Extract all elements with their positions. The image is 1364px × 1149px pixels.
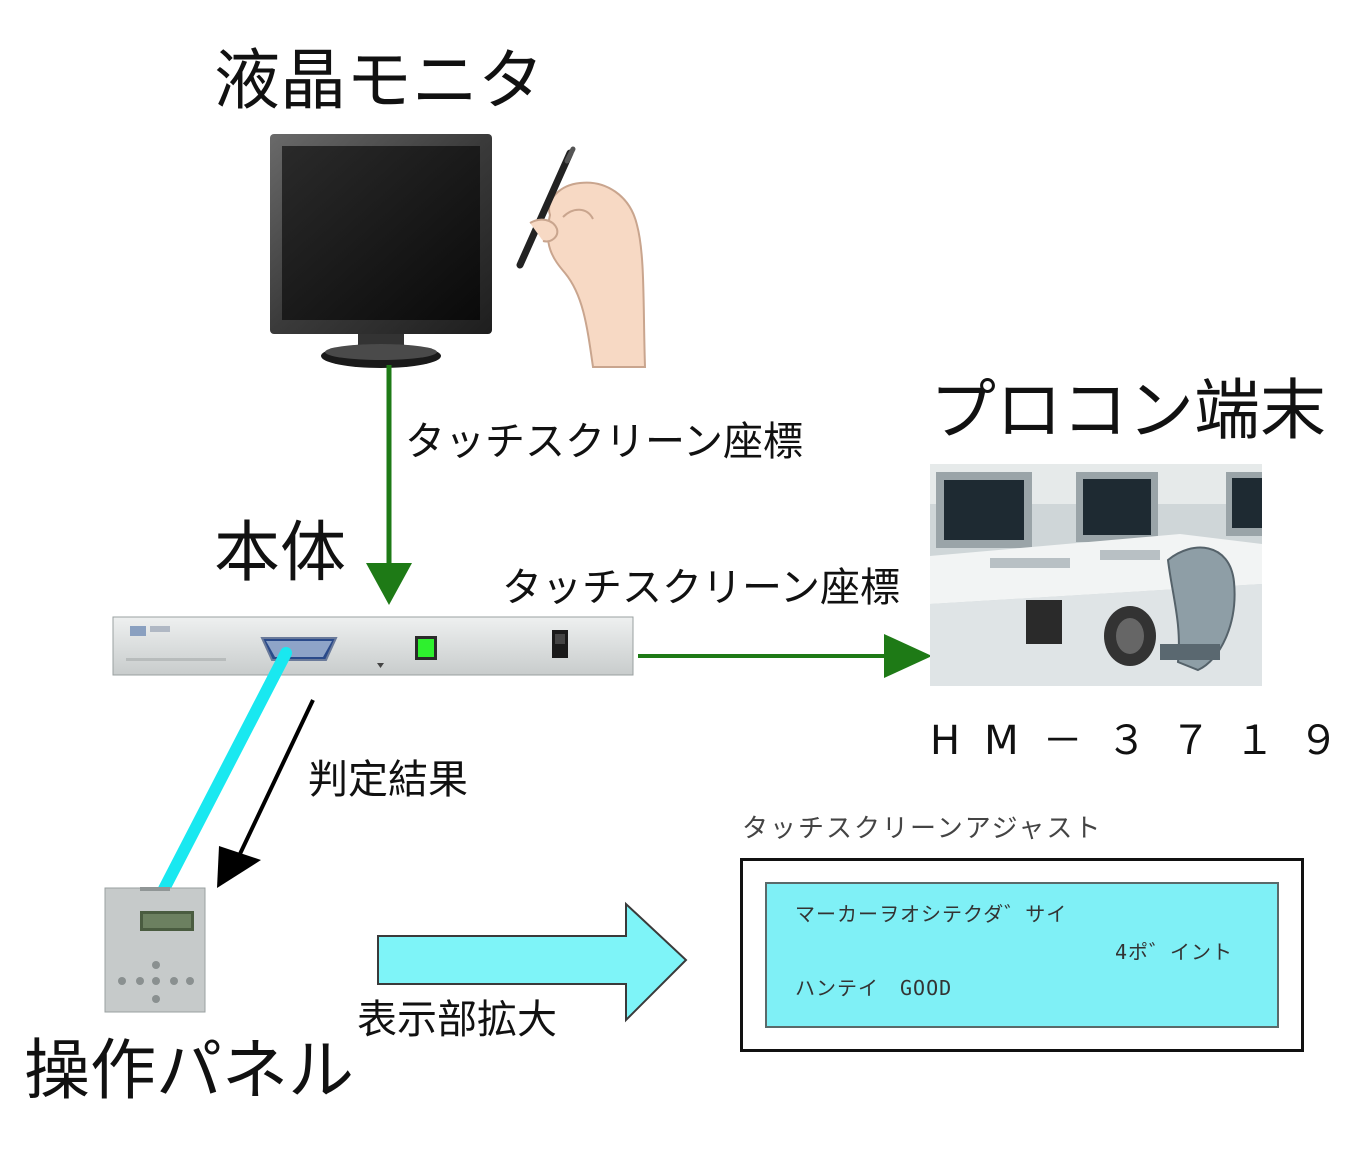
plc-model-number: HM－３７１９: [930, 718, 1363, 764]
cable-line: [158, 647, 292, 895]
judgment-result-label: 判定結果: [308, 757, 468, 803]
plc-terminal-label: プロコン端末: [930, 372, 1326, 449]
arrow-monitor-to-unit: [366, 365, 412, 605]
lcd-line-3: ハンテイ GOOD: [795, 976, 953, 1000]
control-panel-label: 操作パネル: [24, 1032, 354, 1109]
touch-coordinates-label-1: タッチスクリーン座標: [405, 419, 803, 465]
monitor-label: 液晶モニタ: [214, 42, 544, 119]
display-enlarge-label: 表示部拡大: [357, 997, 557, 1043]
plc-terminal-photo: [930, 464, 1262, 686]
arrow-unit-to-terminal: [638, 634, 932, 678]
hand-stylus-image: [516, 146, 647, 368]
lcd-line-2: 4ポ゛イント: [1115, 940, 1234, 964]
enlarge-arrow: [377, 901, 688, 1023]
lcd-panel-screen: マーカーヲオシテクダ゛サイ 4ポ゛イント ハンテイ GOOD: [765, 882, 1279, 1028]
arrow-unit-to-panel: [217, 699, 315, 888]
control-panel-image: [104, 887, 206, 1013]
lcd-panel-title: タッチスクリーンアジャスト: [742, 814, 1103, 844]
lcd-monitor-image: [270, 134, 492, 368]
lcd-panel-frame: マーカーヲオシテクダ゛サイ 4ポ゛イント ハンテイ GOOD: [740, 858, 1304, 1052]
touch-coordinates-label-2: タッチスクリーン座標: [502, 565, 900, 611]
main-unit-image: [112, 616, 634, 676]
main-unit-label: 本体: [214, 514, 346, 591]
lcd-line-1: マーカーヲオシテクダ゛サイ: [795, 902, 1068, 926]
